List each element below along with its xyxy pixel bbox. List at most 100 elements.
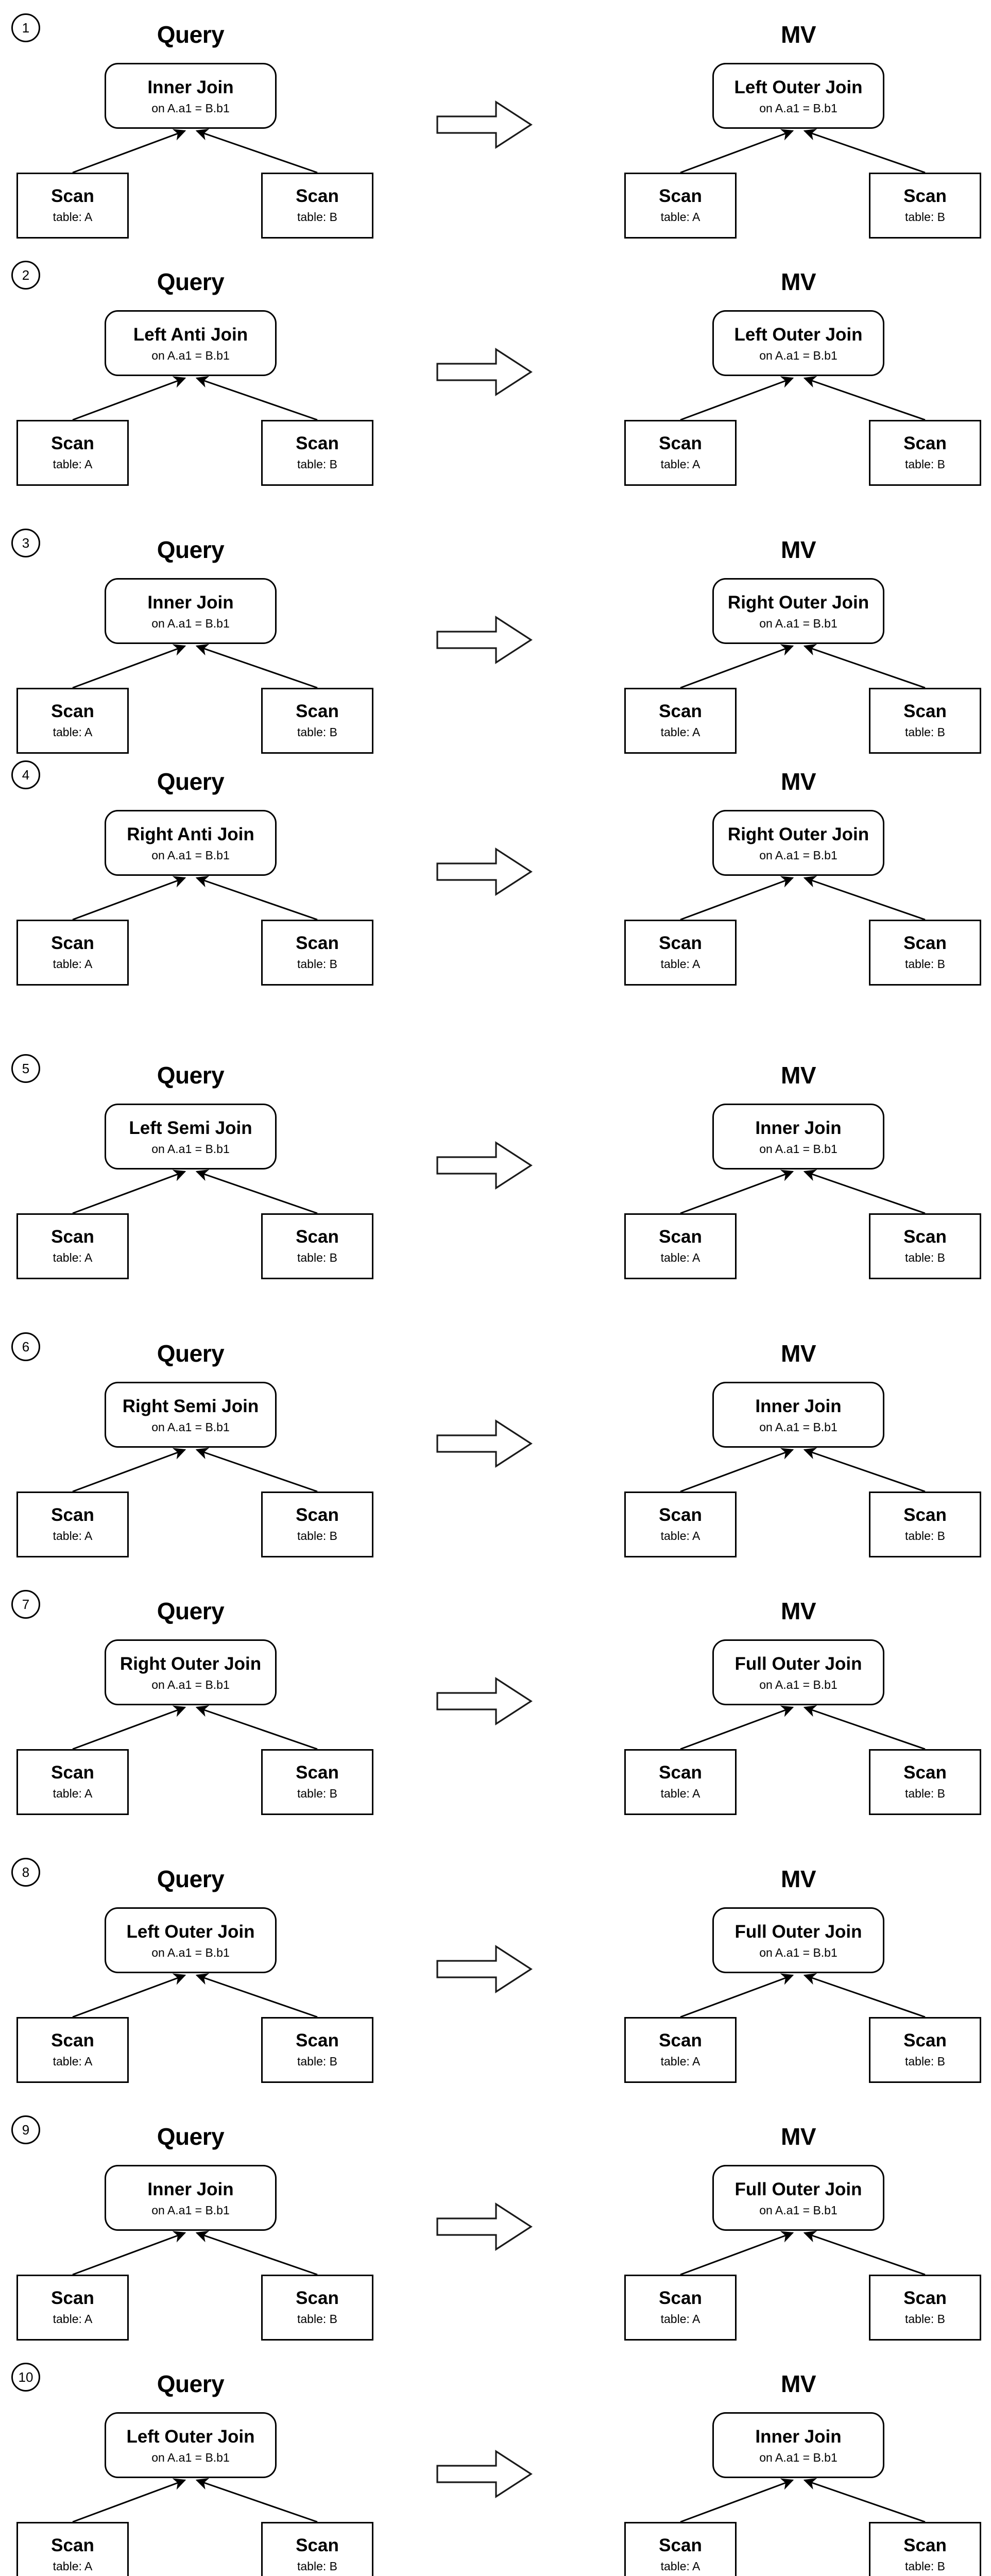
- mv-scan-a-label: Scan: [659, 1227, 702, 1247]
- mv-scan-b-label: Scan: [903, 433, 947, 454]
- query-scan-b-table: table: B: [297, 210, 337, 224]
- block-right-arrow-icon: [436, 1945, 533, 1993]
- query-scan-a-label: Scan: [51, 1505, 94, 1526]
- mv-scan-b-table: table: B: [905, 1251, 945, 1265]
- mv-scan-a-table: table: A: [660, 725, 700, 739]
- mv-scan-a-table: table: A: [660, 1787, 700, 1801]
- query-scan-node-a[interactable]: Scan table: A: [16, 1492, 129, 1557]
- mv-join-condition: on A.a1 = B.b1: [759, 1678, 838, 1692]
- query-scan-a-table: table: A: [53, 1529, 93, 1543]
- mv-scan-a-label: Scan: [659, 933, 702, 954]
- mv-scan-a-table: table: A: [660, 957, 700, 971]
- mv-join-label: Right Outer Join: [727, 592, 869, 613]
- query-scan-b-label: Scan: [296, 1227, 339, 1247]
- mv-scan-a-label: Scan: [659, 2535, 702, 2556]
- mv-panel-title: MV: [781, 2370, 816, 2397]
- block-right-arrow-icon: [436, 2450, 533, 2498]
- mv-join-condition: on A.a1 = B.b1: [759, 101, 838, 115]
- mv-scan-b-label: Scan: [903, 2535, 947, 2556]
- mv-panel-title: MV: [781, 268, 816, 295]
- query-scan-b-label: Scan: [296, 2535, 339, 2556]
- mv-scan-b-table: table: B: [905, 210, 945, 224]
- block-right-arrow-icon: [436, 2202, 533, 2251]
- mv-scan-b-table: table: B: [905, 2055, 945, 2069]
- query-scan-b-table: table: B: [297, 725, 337, 739]
- rule-index-badge: 5: [11, 1054, 40, 1083]
- query-panel-title: Query: [157, 268, 225, 295]
- query-join-label: Inner Join: [147, 77, 234, 98]
- mv-scan-node-a[interactable]: Scan table: A: [624, 920, 737, 986]
- query-scan-b-label: Scan: [296, 1762, 339, 1783]
